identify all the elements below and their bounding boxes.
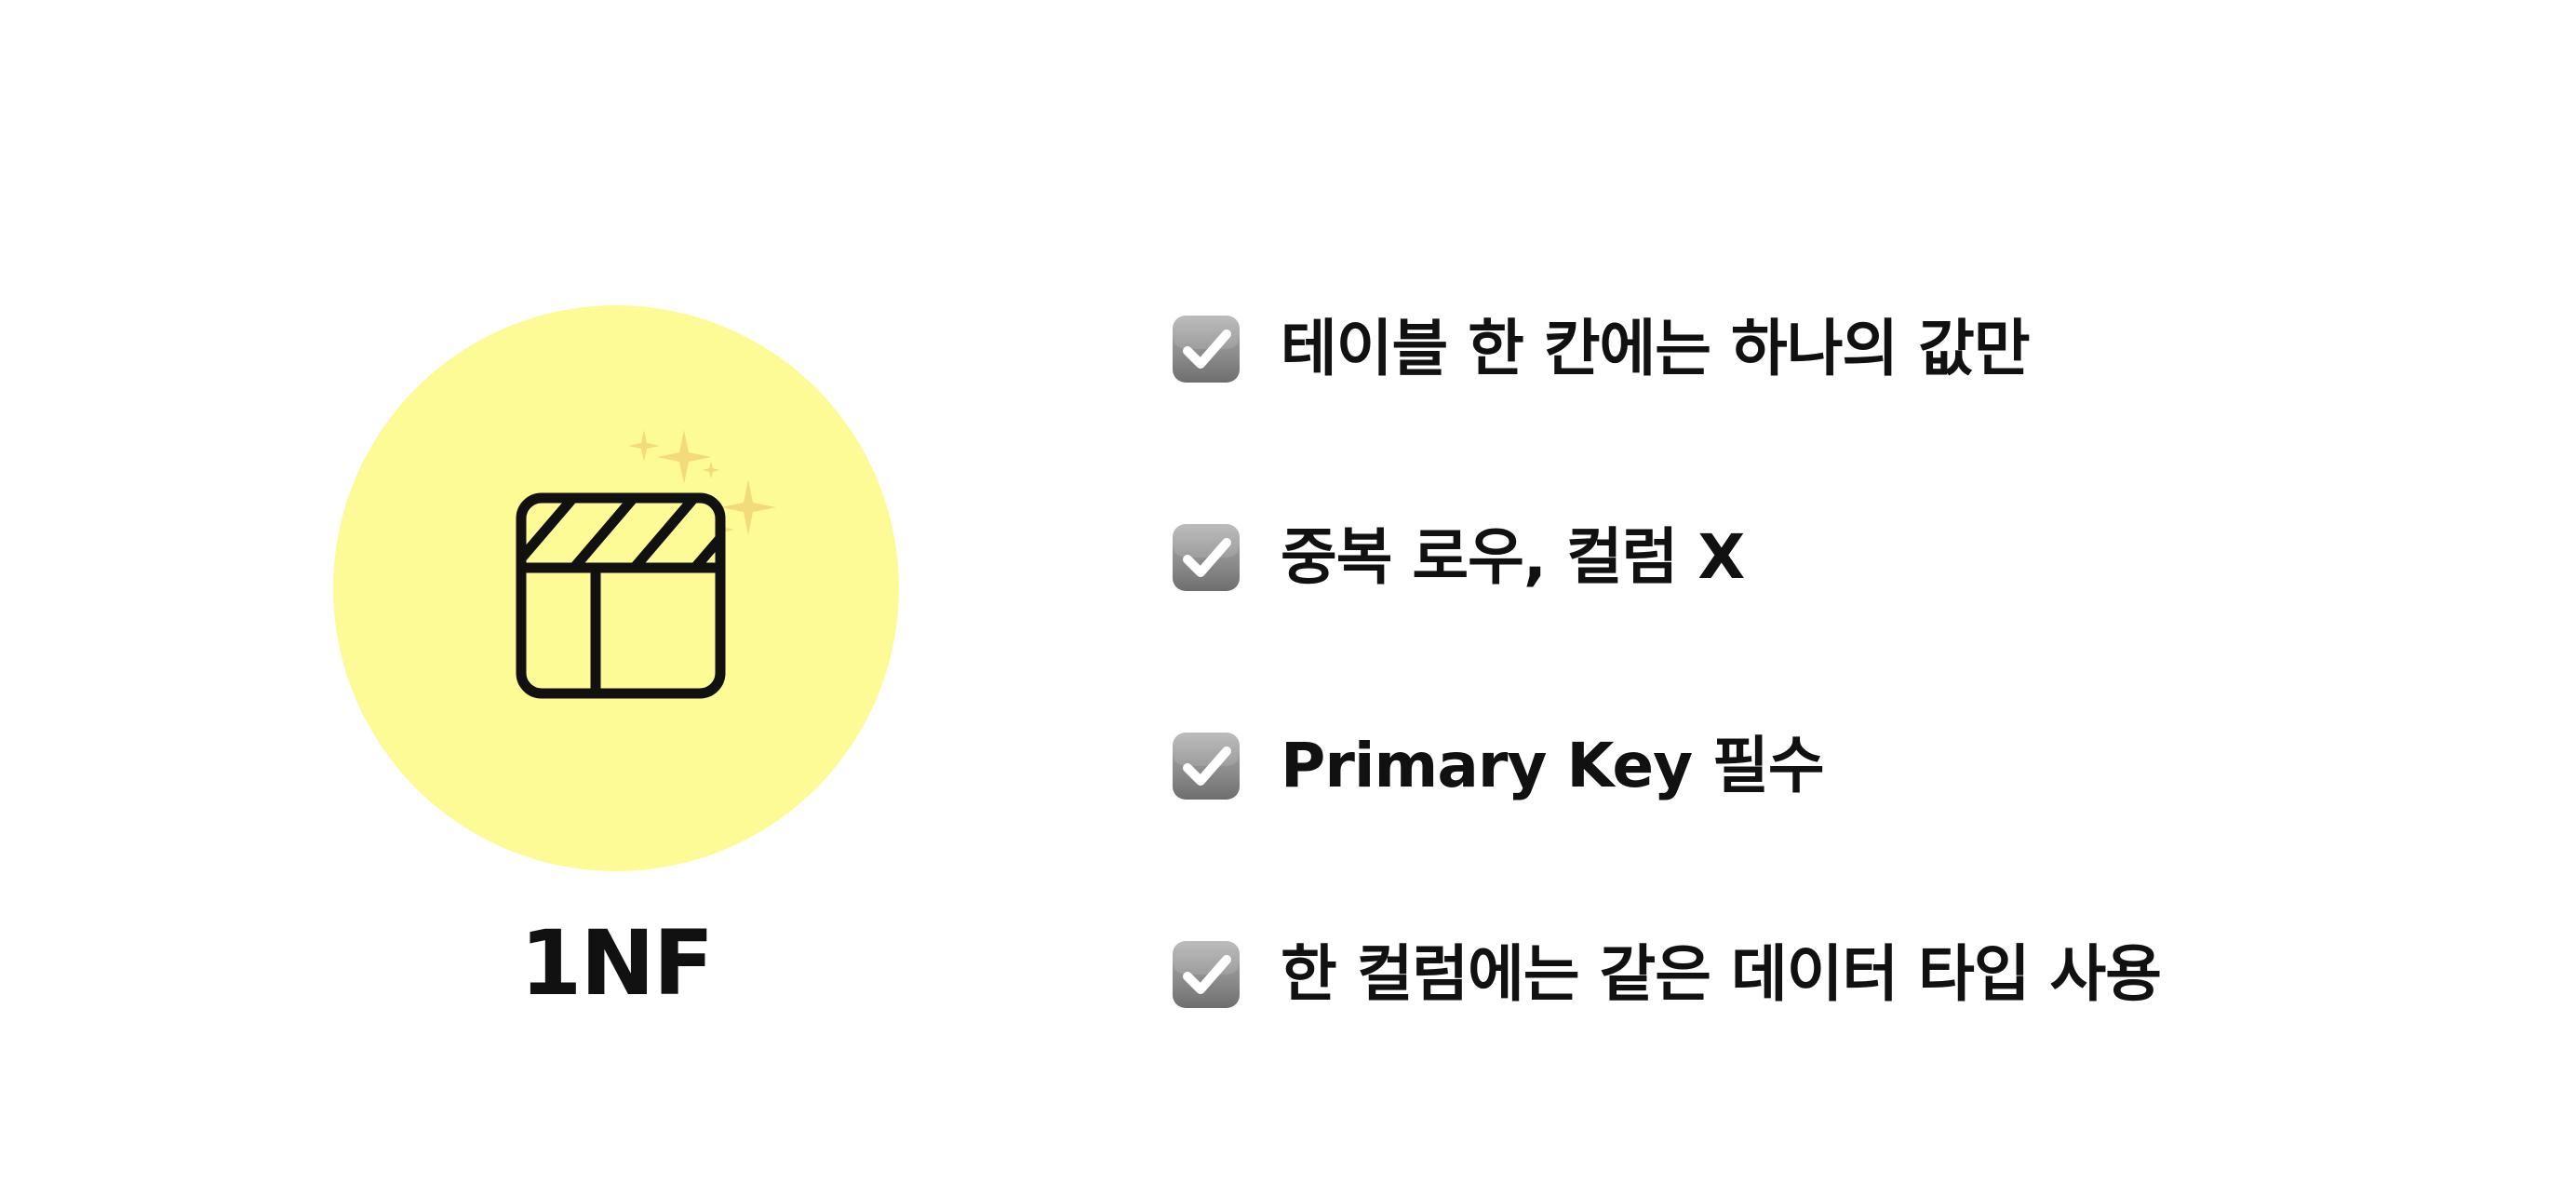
checklist-item-text: 중복 로우, 컬럼 X — [1281, 521, 1745, 593]
checklist: 테이블 한 칸에는 하나의 값만 중복 로우, 컬럼 X Primary Key… — [1171, 307, 2162, 1016]
checklist-item: 한 컬럼에는 같은 데이터 타입 사용 — [1171, 933, 2162, 1016]
checklist-item-text: 한 컬럼에는 같은 데이터 타입 사용 — [1281, 938, 2162, 1010]
clapperboard-sparkles-icon — [516, 430, 776, 699]
checkbox-icon — [1171, 314, 1241, 384]
checkbox-icon — [1171, 939, 1241, 1010]
badge-circle — [333, 305, 899, 871]
badge-label: 1NF — [519, 911, 715, 1015]
checkbox-icon — [1171, 522, 1241, 593]
checkbox-icon — [1171, 731, 1241, 801]
checklist-item: 테이블 한 칸에는 하나의 값만 — [1171, 307, 2161, 391]
checklist-item-text: 테이블 한 칸에는 하나의 값만 — [1281, 313, 2031, 384]
checklist-item: Primary Key 필수 — [1171, 724, 2161, 808]
sparkle-icon — [628, 430, 776, 540]
checklist-item: 중복 로우, 컬럼 X — [1171, 516, 2161, 599]
checklist-item-text: Primary Key 필수 — [1281, 730, 1825, 801]
